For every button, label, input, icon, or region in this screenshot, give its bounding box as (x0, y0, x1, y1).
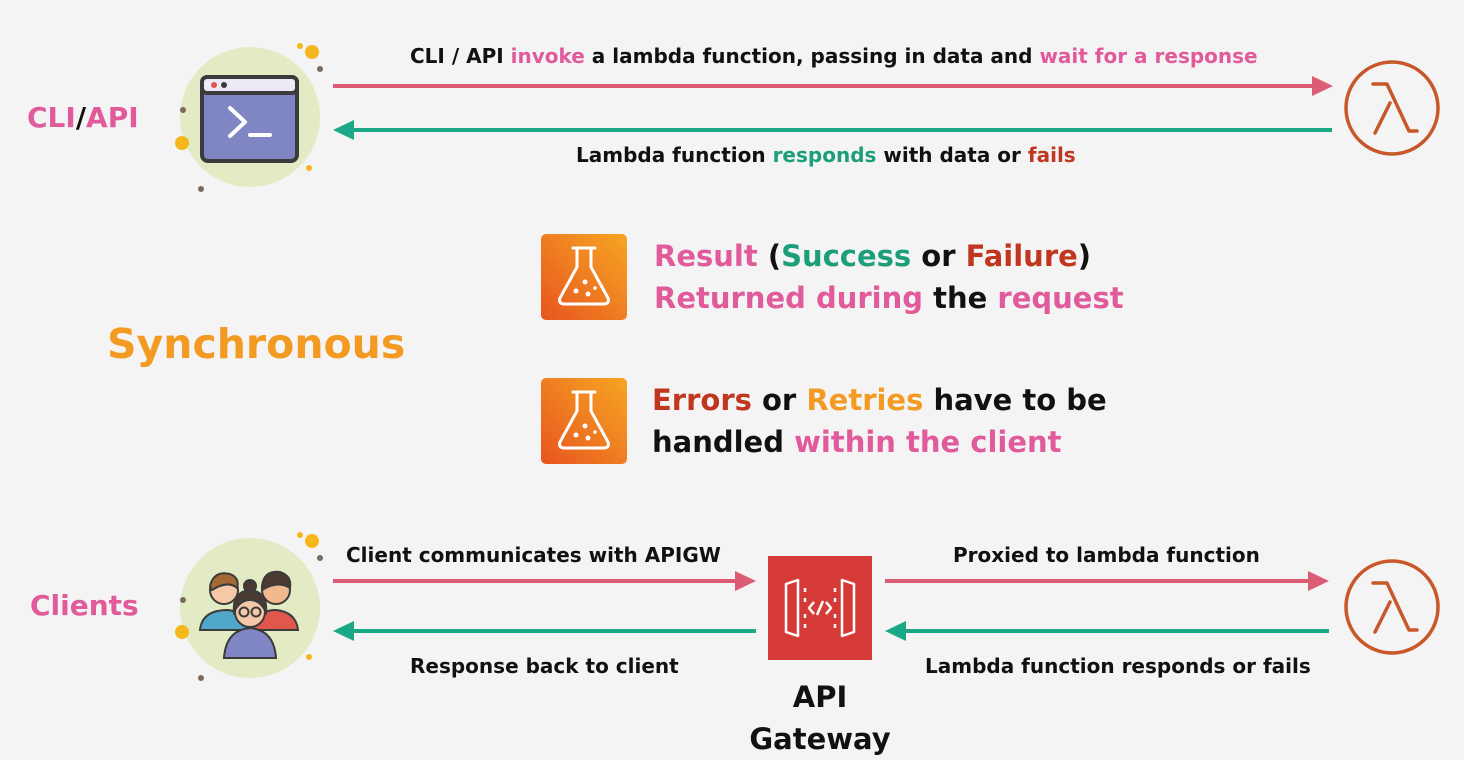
cli-api-label: CLI/API (27, 101, 139, 134)
lambda-icon (1344, 60, 1440, 156)
response-arrow-lambda-to-gateway (885, 621, 1329, 641)
point-1-line-2: Returned during the request (654, 281, 1124, 315)
lambda-to-gateway-caption: Lambda function responds or fails (925, 654, 1311, 678)
point-2-line-1: Errors or Retries have to be (652, 383, 1107, 417)
gateway-to-client-caption: Response back to client (410, 654, 679, 678)
request-arrow-gateway-to-lambda (885, 571, 1329, 591)
response-arrow-cli (333, 120, 1332, 140)
api-gateway-label: API Gateway (749, 680, 891, 756)
client-to-gateway-caption: Client communicates with APIGW (346, 543, 721, 567)
lambda-icon (1344, 559, 1440, 655)
request-arrow-cli (333, 76, 1333, 96)
clients-label: Clients (30, 589, 139, 622)
cli-request-caption: CLI / API invoke a lambda function, pass… (410, 44, 1258, 68)
people-icon (175, 532, 323, 681)
response-arrow-gateway-to-client (333, 621, 756, 641)
flask-icon (541, 234, 627, 320)
api-gateway-icon (768, 556, 872, 660)
gateway-to-lambda-caption: Proxied to lambda function (953, 543, 1260, 567)
synchronous-title: Synchronous (107, 320, 406, 368)
point-1-line-1: Result (Success or Failure) (654, 239, 1092, 273)
point-2-line-2: handled within the client (652, 425, 1062, 459)
request-arrow-client-to-gateway (333, 571, 756, 591)
terminal-icon (175, 43, 323, 192)
cli-response-caption: Lambda function responds with data or fa… (576, 143, 1076, 167)
flask-icon (541, 378, 627, 464)
